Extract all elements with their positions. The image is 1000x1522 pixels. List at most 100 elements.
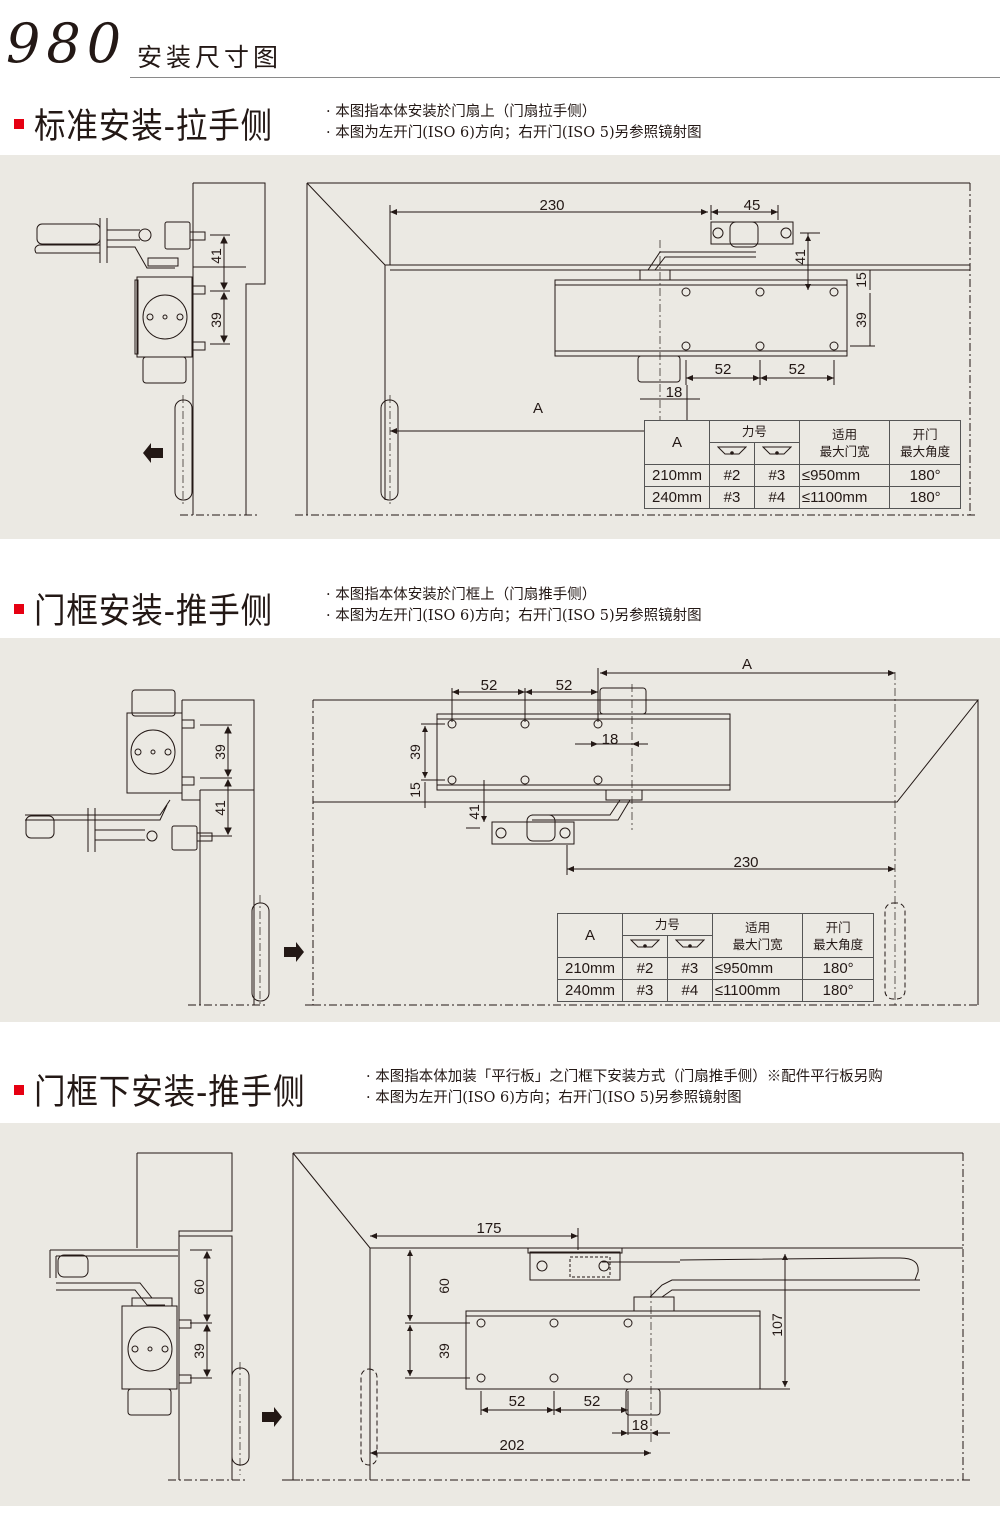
arrow-right-icon	[262, 1407, 282, 1427]
header-max-width: 适用最大门宽	[711, 913, 804, 958]
cell-force-2: #3	[666, 957, 713, 980]
dim-15: 15	[853, 272, 869, 288]
section-2-title: 门框安装-推手侧	[34, 592, 274, 632]
note-line: · 本图指本体加装「平行板」之门框下安装方式（门扇推手侧）※配件平行板另购	[366, 1069, 883, 1085]
note-line: · 本图为左开门(ISO 6)方向；右开门(ISO 5)另参照镜射图	[366, 1090, 742, 1106]
dim-52: 52	[509, 1393, 526, 1410]
cell-force-2: #4	[753, 486, 800, 509]
cell-force-2: #3	[753, 464, 800, 487]
cell-force-1: #3	[622, 979, 668, 1002]
header-text: 开门	[825, 919, 851, 935]
dim-39: 39	[407, 744, 423, 760]
header-rule	[130, 77, 1000, 78]
parallel-plate	[529, 1251, 621, 1281]
header-a: A	[557, 913, 623, 958]
cell-max-width: ≤1100mm	[798, 486, 891, 509]
cell-max-angle: 180°	[889, 486, 961, 509]
dim-52: 52	[789, 361, 806, 378]
dim-60: 60	[436, 1278, 452, 1294]
cell-max-width: ≤950mm	[798, 464, 891, 487]
cell-a: 210mm	[644, 464, 710, 487]
header-max-angle: 开门最大角度	[802, 913, 874, 958]
section-2-heading: 门框安装-推手侧	[14, 583, 300, 634]
section-1-heading: 标准安装-拉手侧	[14, 98, 300, 149]
dim-175: 175	[476, 1220, 501, 1237]
section-3-heading: 门框下安装-推手侧	[14, 1064, 336, 1115]
drawing-1: 41 39	[34, 182, 975, 516]
spring-icon	[666, 935, 713, 958]
top-view-2	[313, 668, 980, 1006]
cell-max-angle: 180°	[889, 464, 961, 487]
note-line: · 本图指本体安装於门扇上（门扇拉手侧）	[326, 104, 597, 120]
drawing-3: 60 39	[49, 1152, 970, 1481]
header-text: 最大门宽	[732, 936, 783, 952]
arrow-left-icon	[143, 443, 163, 463]
dim-39: 39	[436, 1343, 452, 1359]
drawing-panel-3: 60 39	[0, 1123, 1000, 1506]
header-text: 适用	[745, 919, 771, 935]
section-1-notes: · 本图指本体安装於门扇上（门扇拉手侧） · 本图为左开门(ISO 6)方向；右…	[326, 102, 702, 144]
spec-table-1: A 力号 适用最大门宽 开门最大角度 210mm #2 #3 ≤950mm 18…	[644, 420, 961, 509]
table-row: 210mm #2 #3 ≤950mm 180°	[644, 464, 961, 487]
dim-60: 60	[191, 1279, 207, 1295]
cell-a: 240mm	[644, 486, 710, 509]
drawing-panel-2: 39 41	[0, 638, 1000, 1022]
note-line: · 本图为左开门(ISO 6)方向；右开门(ISO 5)另参照镜射图	[326, 608, 702, 624]
cell-force-1: #2	[709, 464, 755, 487]
table-row: 210mm #2 #3 ≤950mm 180°	[557, 957, 874, 980]
dim-18: 18	[632, 1417, 649, 1434]
spec-table-2: A 力号 适用最大门宽 开门最大角度 210mm #2 #3 ≤950mm 18…	[557, 913, 874, 1002]
dim-39: 39	[208, 312, 224, 328]
side-view-2	[25, 689, 320, 1006]
dim-41: 41	[792, 249, 808, 265]
header-force: 力号	[622, 913, 713, 936]
dim-a: A	[742, 656, 752, 673]
dim-52: 52	[481, 677, 498, 694]
arm-roller	[36, 223, 101, 245]
top-view-1	[295, 182, 975, 516]
dim-39: 39	[191, 1343, 207, 1359]
dim-202: 202	[499, 1437, 524, 1454]
closer-body	[465, 1310, 761, 1390]
header-text: 最大门宽	[819, 443, 870, 459]
dim-52: 52	[556, 677, 573, 694]
side-view-1	[34, 182, 266, 516]
cell-max-angle: 180°	[802, 979, 874, 1002]
spring-icon	[709, 442, 755, 465]
header-text: 最大角度	[813, 936, 864, 952]
header-max-angle: 开门最大角度	[889, 420, 961, 465]
dim-18: 18	[666, 384, 683, 401]
header-text: 最大角度	[900, 443, 951, 459]
dim-230: 230	[733, 854, 758, 871]
closer-body	[436, 713, 731, 791]
header-a: A	[644, 420, 710, 465]
cell-a: 240mm	[557, 979, 623, 1002]
dim-230: 230	[539, 197, 564, 214]
dim-39: 39	[212, 744, 228, 760]
arm-shoe	[491, 821, 575, 845]
note-line: · 本图为左开门(ISO 6)方向；右开门(ISO 5)另参照镜射图	[326, 125, 702, 141]
cell-max-width: ≤1100mm	[711, 979, 804, 1002]
table-row: 240mm #3 #4 ≤1100mm 180°	[557, 979, 874, 1002]
dim-45: 45	[744, 197, 761, 214]
model-number: 980	[6, 12, 128, 75]
section-bullet-icon	[14, 118, 24, 129]
section-bullet-icon	[14, 1084, 24, 1095]
spring-icon	[622, 935, 668, 958]
dim-41: 41	[208, 248, 224, 264]
dim-a: A	[533, 400, 543, 417]
dimension-arrows	[422, 670, 895, 872]
spring-icon	[753, 442, 800, 465]
header-force: 力号	[709, 420, 800, 443]
table-row: 240mm #3 #4 ≤1100mm 180°	[644, 486, 961, 509]
dimension-arrows	[390, 209, 834, 434]
note-line: · 本图指本体安装於门框上（门扇推手侧）	[326, 587, 597, 603]
cell-force-2: #4	[666, 979, 713, 1002]
cell-force-1: #2	[622, 957, 668, 980]
section-3-title: 门框下安装-推手侧	[34, 1073, 306, 1113]
dim-52: 52	[584, 1393, 601, 1410]
cell-max-angle: 180°	[802, 957, 874, 980]
section-2-notes: · 本图指本体安装於门框上（门扇推手侧） · 本图为左开门(ISO 6)方向；右…	[326, 585, 702, 627]
section-1-title: 标准安装-拉手侧	[34, 107, 274, 147]
document-title: 安装尺寸图	[137, 43, 283, 72]
